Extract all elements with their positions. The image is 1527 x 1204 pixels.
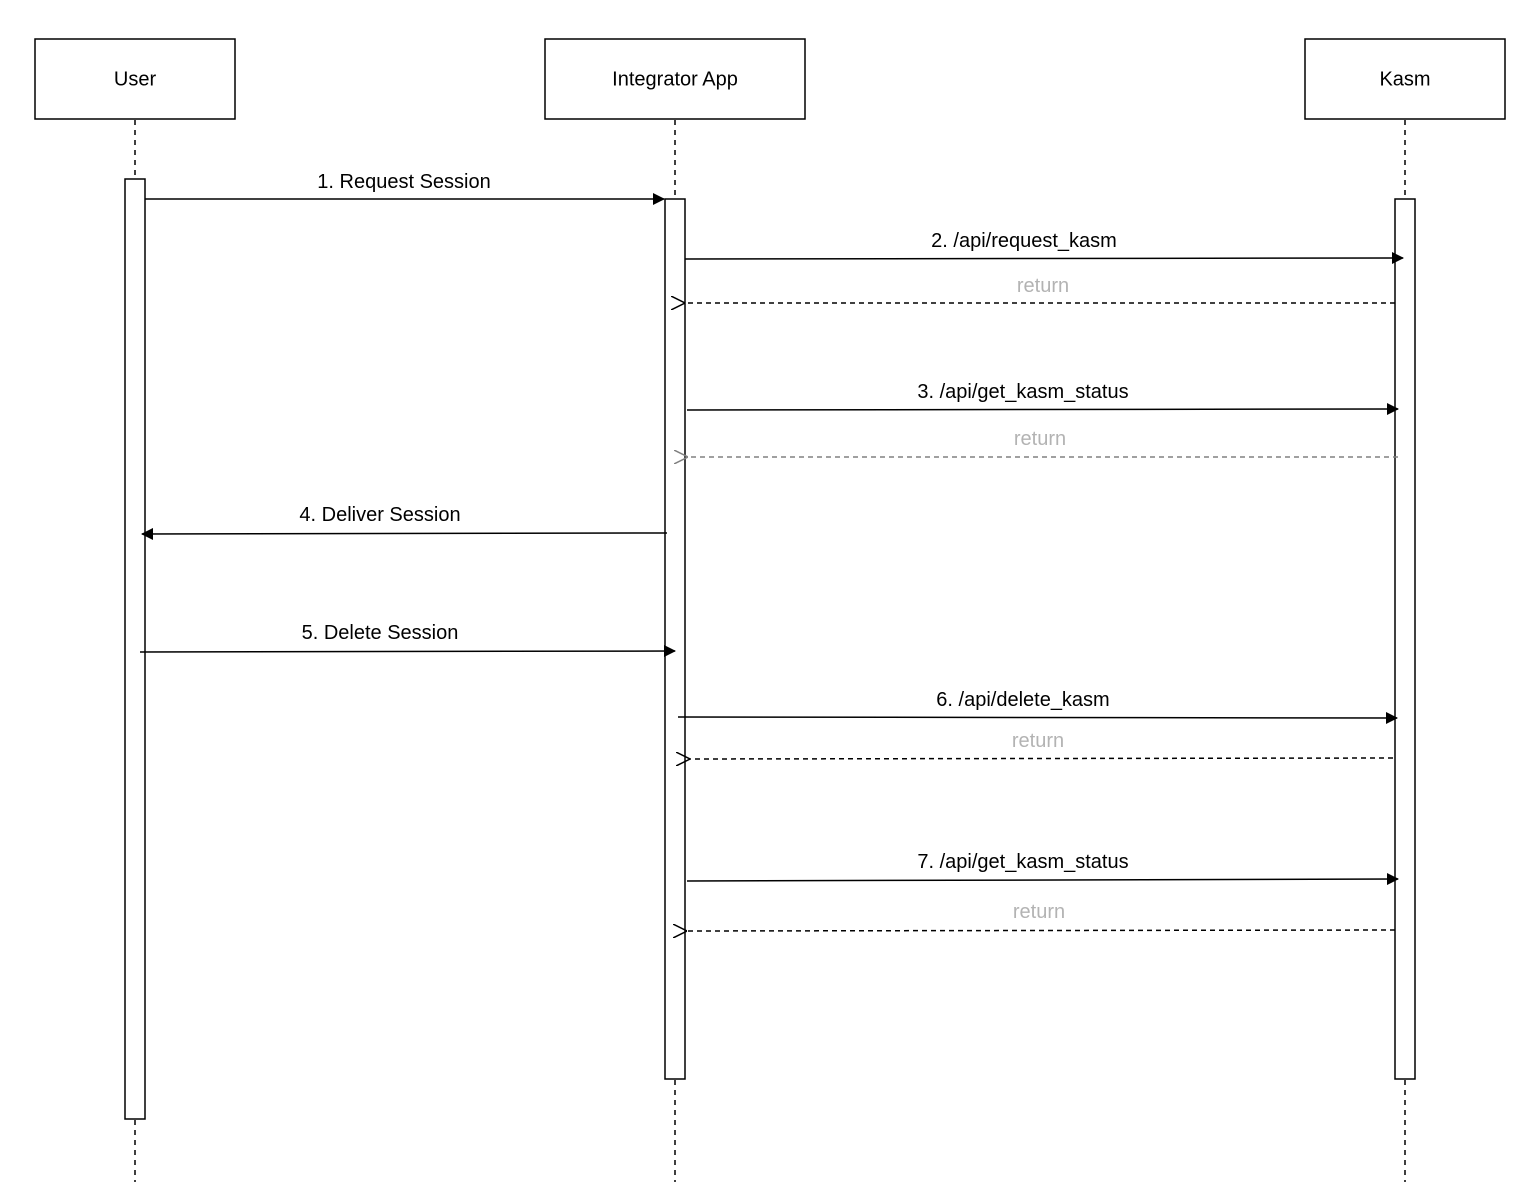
message-2-label: 2. /api/request_kasm [931, 230, 1117, 252]
return-3-label: return [1014, 428, 1066, 450]
participant-integrator-app[interactable]: Integrator App [544, 38, 806, 120]
activation-kasm [1394, 198, 1416, 1080]
return-7-label: return [1013, 901, 1065, 923]
participant-kasm[interactable]: Kasm [1304, 38, 1506, 120]
participant-user-label: User [114, 68, 157, 90]
message-3-get-kasm-status: 3. /api/get_kasm_status [686, 381, 1399, 416]
participant-kasm-label: Kasm [1379, 68, 1430, 90]
return-2-label: return [1017, 275, 1069, 297]
return-2: return [684, 275, 1395, 303]
message-1-request-session: 1. Request Session [145, 171, 665, 205]
message-6-label: 6. /api/delete_kasm [936, 689, 1109, 711]
return-7: return [686, 901, 1396, 931]
participant-user[interactable]: User [34, 38, 236, 120]
participant-integrator-app-label: Integrator App [612, 68, 738, 90]
message-3-label: 3. /api/get_kasm_status [917, 381, 1128, 403]
return-6-label: return [1012, 730, 1064, 752]
message-5-delete-session: 5. Delete Session [139, 622, 676, 658]
activation-integrator-app [664, 198, 686, 1080]
message-4-deliver-session: 4. Deliver Session [141, 504, 668, 540]
message-4-label: 4. Deliver Session [299, 504, 460, 526]
message-2-request-kasm: 2. /api/request_kasm [684, 230, 1404, 265]
return-6: return [689, 730, 1394, 759]
message-7-label: 7. /api/get_kasm_status [917, 851, 1128, 873]
return-3: return [687, 428, 1398, 457]
message-6-delete-kasm: 6. /api/delete_kasm [677, 689, 1398, 724]
message-5-label: 5. Delete Session [302, 622, 459, 644]
activation-user [124, 178, 146, 1120]
message-1-label: 1. Request Session [317, 171, 490, 193]
message-7-get-kasm-status: 7. /api/get_kasm_status [686, 851, 1399, 886]
